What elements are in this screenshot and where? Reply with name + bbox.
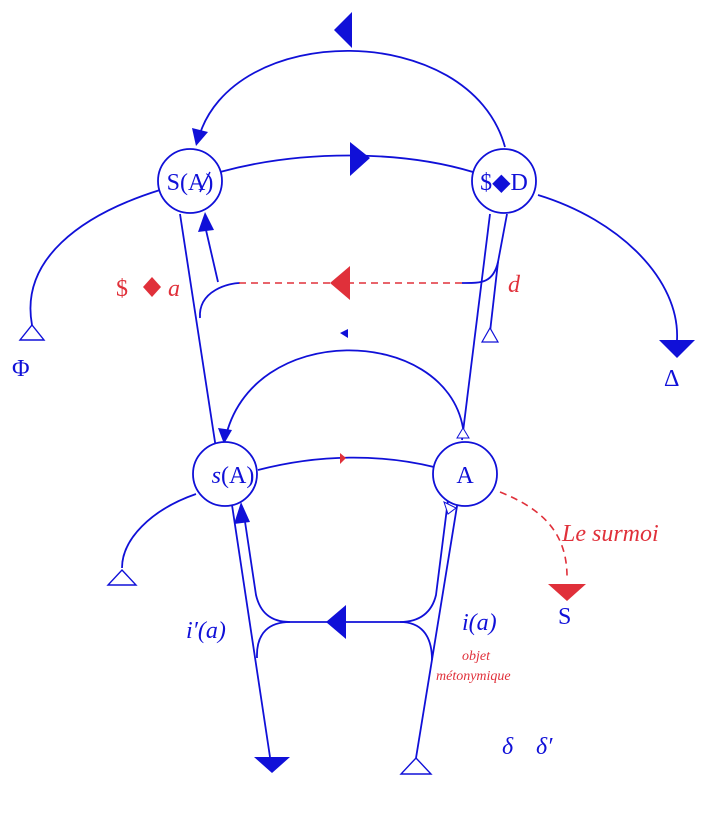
red-upper-arrow [330, 266, 350, 300]
node-s-barred-a: S(A) [157, 148, 223, 214]
label-delta: Δ [664, 366, 679, 392]
label-delta-prime: δ′ [536, 734, 553, 760]
s-a-up-arrow [234, 502, 250, 524]
lower-left-curve [121, 493, 197, 569]
bar-over-a [199, 171, 211, 193]
lower-right-outer [415, 499, 459, 759]
red-dashed-surmoi [499, 491, 568, 581]
right-vector-outer [461, 213, 491, 441]
phi-triangle [18, 323, 46, 341]
lower-horizontal-small-arrow [340, 453, 346, 464]
right-vector-inner2 [489, 261, 499, 333]
node-barred-s-losange-d-label: $◆D [480, 170, 528, 196]
top-arc-arrow [334, 12, 352, 48]
lower-left-inner [243, 514, 291, 623]
bottom-down-arrow [254, 757, 290, 773]
left-vector-inner2 [205, 229, 219, 283]
top-arc [197, 50, 506, 148]
a-top-small-triangle [456, 427, 470, 439]
d-small-triangle [480, 326, 500, 343]
left-phi-curve [29, 189, 161, 326]
barred-s-symbol: $ [116, 276, 128, 302]
upper-horizontal-arc [219, 154, 474, 173]
lower-left-outer [231, 504, 271, 758]
node-barred-s-losange-d: $◆D [471, 148, 537, 214]
lower-left-triangle [106, 568, 138, 586]
lower-horizontal-arc [257, 456, 435, 471]
bottom-hollow-triangle [399, 756, 433, 775]
label-barred-s-losange-a: $ a [116, 276, 180, 302]
label-i-prime-a: i′(a) [186, 618, 226, 644]
surmoi-arrow [548, 584, 586, 601]
upper-horizontal-arrow [350, 142, 370, 176]
top-arc-end-arrow [192, 128, 208, 146]
node-s-of-a-label: s(A) [212, 463, 255, 489]
s-barred-a-up-arrow [198, 212, 214, 232]
label-metonymique: métonymique [436, 669, 511, 684]
lower-loop-arc [224, 349, 464, 441]
right-delta-curve [537, 194, 678, 341]
label-delta-small: δ [502, 734, 514, 760]
lower-loop-small-arrow [340, 329, 348, 338]
lower-left-inner2 [256, 621, 291, 659]
label-S: S [558, 604, 571, 630]
lower-horizontal-arrow [326, 605, 346, 639]
label-d: d [508, 272, 521, 298]
node-a: A [432, 441, 498, 507]
delta-triangle [659, 340, 695, 358]
node-s-of-a: s(A) [192, 441, 258, 507]
left-vector-inner [199, 282, 241, 319]
node-a-label: A [456, 463, 474, 489]
barred-s-losange-a-tail: a [168, 276, 180, 302]
lower-loop-end-arrow [218, 428, 232, 444]
right-vector-inner [461, 213, 508, 284]
label-phi: Φ [12, 356, 30, 382]
label-i-a: i(a) [462, 610, 497, 636]
red-losange [143, 277, 161, 297]
left-vector-outer [179, 213, 218, 456]
label-le-surmoi: Le surmoi [561, 521, 659, 547]
lower-right-inner2 [399, 621, 433, 661]
node-s-barred-a-label: S(A) [167, 170, 214, 196]
label-objet: objet [462, 649, 491, 664]
a-bottom-small-triangle [443, 501, 457, 515]
